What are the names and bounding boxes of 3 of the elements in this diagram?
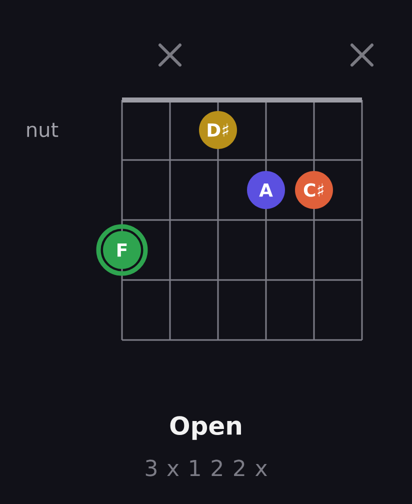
- fret-position-label: nut: [27, 122, 58, 138]
- chord-title: Open: [170, 416, 241, 440]
- fingering-label: 3 x 1 2 2 x: [146, 460, 268, 476]
